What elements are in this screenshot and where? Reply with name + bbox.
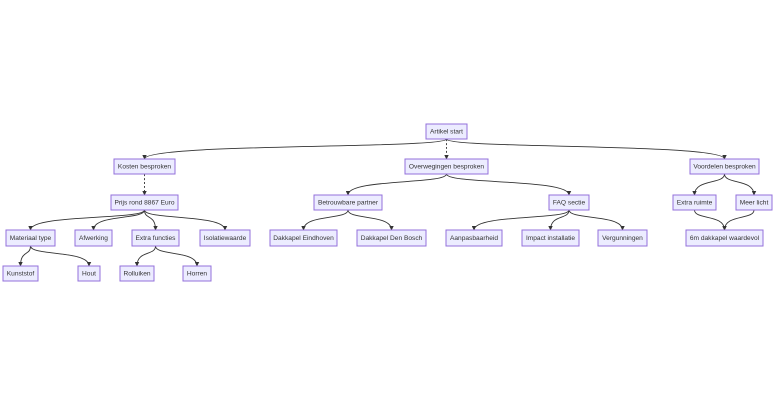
node-box — [2, 265, 39, 282]
node-verg[interactable]: Vergunningen — [597, 229, 648, 247]
node-box — [597, 229, 648, 247]
node-label: Extra ruimte — [677, 200, 713, 207]
node-box — [735, 194, 773, 211]
node-label: Meer licht — [740, 200, 769, 207]
node-box — [672, 194, 717, 211]
node-box — [119, 265, 155, 282]
node-label: Vergunningen — [602, 235, 643, 242]
node-box — [269, 229, 338, 247]
edge-voord-to-licht — [724, 173, 757, 196]
node-iso[interactable]: Isolatiewaarde — [199, 229, 251, 247]
node-label: Isolatiewaarde — [204, 235, 247, 242]
node-label: Dakkapel Den Bosch — [361, 235, 423, 242]
edge-start-to-voord — [446, 138, 727, 160]
node-label: Rolluiken — [123, 271, 150, 278]
node-label: Impact installatie — [526, 235, 575, 242]
edge-prijs-to-afw — [91, 209, 145, 231]
edge-betr-to-bosch — [347, 209, 394, 231]
node-label: Kunststof — [7, 271, 35, 278]
node-prijs[interactable]: Prijs rond 8867 Euro — [110, 194, 179, 211]
node-label: Prijs rond 8867 Euro — [114, 200, 174, 207]
node-label: Materiaal type — [10, 235, 52, 242]
node-label: Horren — [187, 271, 207, 278]
node-mat[interactable]: Materiaal type — [5, 229, 56, 247]
edge-overw-to-betr — [345, 173, 447, 196]
node-box — [425, 123, 468, 140]
node-afw[interactable]: Afwerking — [74, 229, 113, 247]
node-box — [521, 229, 580, 247]
node-roll[interactable]: Rolluiken — [119, 265, 155, 282]
edge-prijs-to-iso — [144, 209, 228, 231]
node-impact[interactable]: Impact installatie — [521, 229, 580, 247]
node-box — [113, 158, 176, 175]
node-box — [356, 229, 427, 247]
edge-faq-to-impact — [548, 209, 570, 231]
node-box — [548, 194, 590, 211]
node-voord[interactable]: Voordelen besproken — [689, 158, 760, 175]
node-horren[interactable]: Horren — [182, 265, 212, 282]
node-box — [199, 229, 251, 247]
node-label: Hout — [82, 271, 96, 278]
node-licht[interactable]: Meer licht — [735, 194, 773, 211]
edge-prijs-to-func — [144, 209, 158, 231]
node-box — [685, 229, 764, 247]
node-overw[interactable]: Overwegingen besproken — [404, 158, 489, 175]
edge-mat-to-hout — [30, 245, 92, 267]
node-label: Voordelen besproken — [693, 164, 756, 171]
edge-prijs-to-mat — [28, 209, 145, 231]
node-label: Artikel start — [430, 129, 463, 136]
node-kosten[interactable]: Kosten besproken — [113, 158, 176, 175]
node-label: Aanpasbaarheid — [450, 235, 498, 242]
node-label: 6m dakkapel waardevol — [690, 235, 760, 242]
edge-voord-to-ruimte — [692, 173, 725, 196]
edge-start-to-kosten — [142, 138, 447, 160]
node-box — [313, 194, 383, 211]
node-waard[interactable]: 6m dakkapel waardevol — [685, 229, 764, 247]
edge-licht-to-waard — [722, 209, 755, 231]
edge-overw-to-faq — [446, 173, 572, 196]
edge-func-to-horren — [155, 245, 200, 267]
edge-ruimte-to-waard — [694, 209, 727, 231]
node-label: Overwegingen besproken — [409, 164, 484, 171]
node-box — [131, 229, 180, 247]
node-box — [445, 229, 503, 247]
edge-betr-to-eind — [301, 209, 349, 231]
node-label: Afwerking — [79, 235, 108, 242]
node-aanp[interactable]: Aanpasbaarheid — [445, 229, 503, 247]
node-kunst[interactable]: Kunststof — [2, 265, 39, 282]
node-box — [689, 158, 760, 175]
edge-faq-to-verg — [568, 209, 625, 231]
node-box — [74, 229, 113, 247]
node-faq[interactable]: FAQ sectie — [548, 194, 590, 211]
node-label: FAQ sectie — [553, 200, 586, 207]
node-start[interactable]: Artikel start — [425, 123, 468, 140]
node-box — [110, 194, 179, 211]
edge-mat-to-kunst — [18, 245, 31, 267]
node-box — [77, 265, 101, 282]
edges-layer — [18, 138, 757, 267]
node-label: Kosten besproken — [118, 164, 171, 171]
node-func[interactable]: Extra functies — [131, 229, 180, 247]
node-label: Extra functies — [136, 235, 177, 242]
edge-faq-to-aanp — [471, 209, 570, 231]
node-eind[interactable]: Dakkapel Eindhoven — [269, 229, 338, 247]
node-box — [404, 158, 489, 175]
node-ruimte[interactable]: Extra ruimte — [672, 194, 717, 211]
node-hout[interactable]: Hout — [77, 265, 101, 282]
node-bosch[interactable]: Dakkapel Den Bosch — [356, 229, 427, 247]
node-box — [5, 229, 56, 247]
node-label: Dakkapel Eindhoven — [273, 235, 334, 242]
node-betr[interactable]: Betrouwbare partner — [313, 194, 383, 211]
edge-func-to-roll — [134, 245, 156, 267]
node-label: Betrouwbare partner — [318, 200, 379, 207]
node-box — [182, 265, 212, 282]
